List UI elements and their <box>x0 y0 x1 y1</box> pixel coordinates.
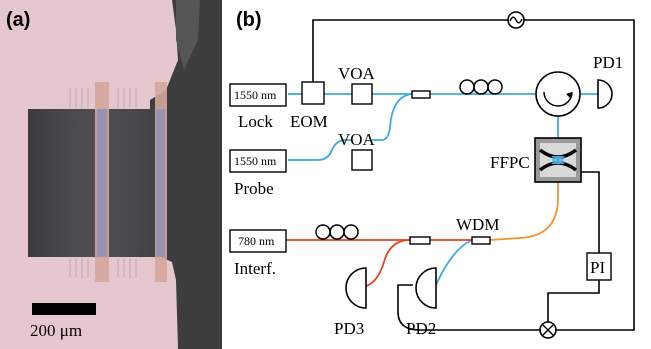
circulator-icon <box>535 71 581 117</box>
electrical-lines <box>312 19 635 331</box>
scale-bar <box>32 303 96 315</box>
voa-bottom-box <box>351 149 373 171</box>
oscillator-icon <box>507 11 525 29</box>
wdm-box <box>471 236 491 245</box>
pi-label: PI <box>590 258 605 277</box>
eom-label: EOM <box>290 112 328 131</box>
ffpc-label: FFPC <box>490 153 530 172</box>
voa-bottom-label: VOA <box>338 130 376 149</box>
voa-top-label: VOA <box>338 64 376 83</box>
pd3-label: PD3 <box>334 319 364 338</box>
panel-label-b: (b) <box>236 9 262 31</box>
ffpc-icon <box>534 137 582 183</box>
fiber-1550 <box>288 93 598 286</box>
pi-box <box>586 252 612 281</box>
laser-interf-wavelength: 780 nm <box>238 234 275 248</box>
laser-lock-label: Lock <box>238 112 273 131</box>
micrograph-panel: 200 μm (a) <box>0 0 222 349</box>
scale-bar-label: 200 μm <box>30 321 82 340</box>
fiber-780 <box>286 239 472 287</box>
panel-label-a: (a) <box>6 9 30 31</box>
fiber-coupler-bottom <box>409 236 431 245</box>
wdm-label: WDM <box>456 215 499 234</box>
laser-interf: 780 nm Interf. <box>229 229 287 278</box>
pd2-icon <box>415 267 437 309</box>
pd1-label: PD1 <box>593 53 623 72</box>
eom-box <box>301 81 325 105</box>
pd2-label: PD2 <box>406 319 436 338</box>
fiber-mixed <box>489 182 559 241</box>
schematic-panel: (b) <box>229 9 635 339</box>
voa-top-box <box>351 83 373 105</box>
laser-probe-label: Probe <box>234 179 274 198</box>
mixer-icon <box>539 321 557 339</box>
laser-interf-label: Interf. <box>234 259 276 278</box>
laser-lock-wavelength: 1550 nm <box>234 88 277 102</box>
polarization-controller-top-icon <box>459 79 503 95</box>
laser-probe: 1550 nm Probe <box>229 149 287 198</box>
pd1-icon <box>597 79 613 109</box>
polarization-controller-bottom-icon <box>315 224 359 240</box>
fiber-coupler-top <box>411 90 431 99</box>
laser-lock: 1550 nm Lock <box>229 83 287 131</box>
laser-probe-wavelength: 1550 nm <box>234 154 277 168</box>
pd3-icon <box>345 267 367 309</box>
